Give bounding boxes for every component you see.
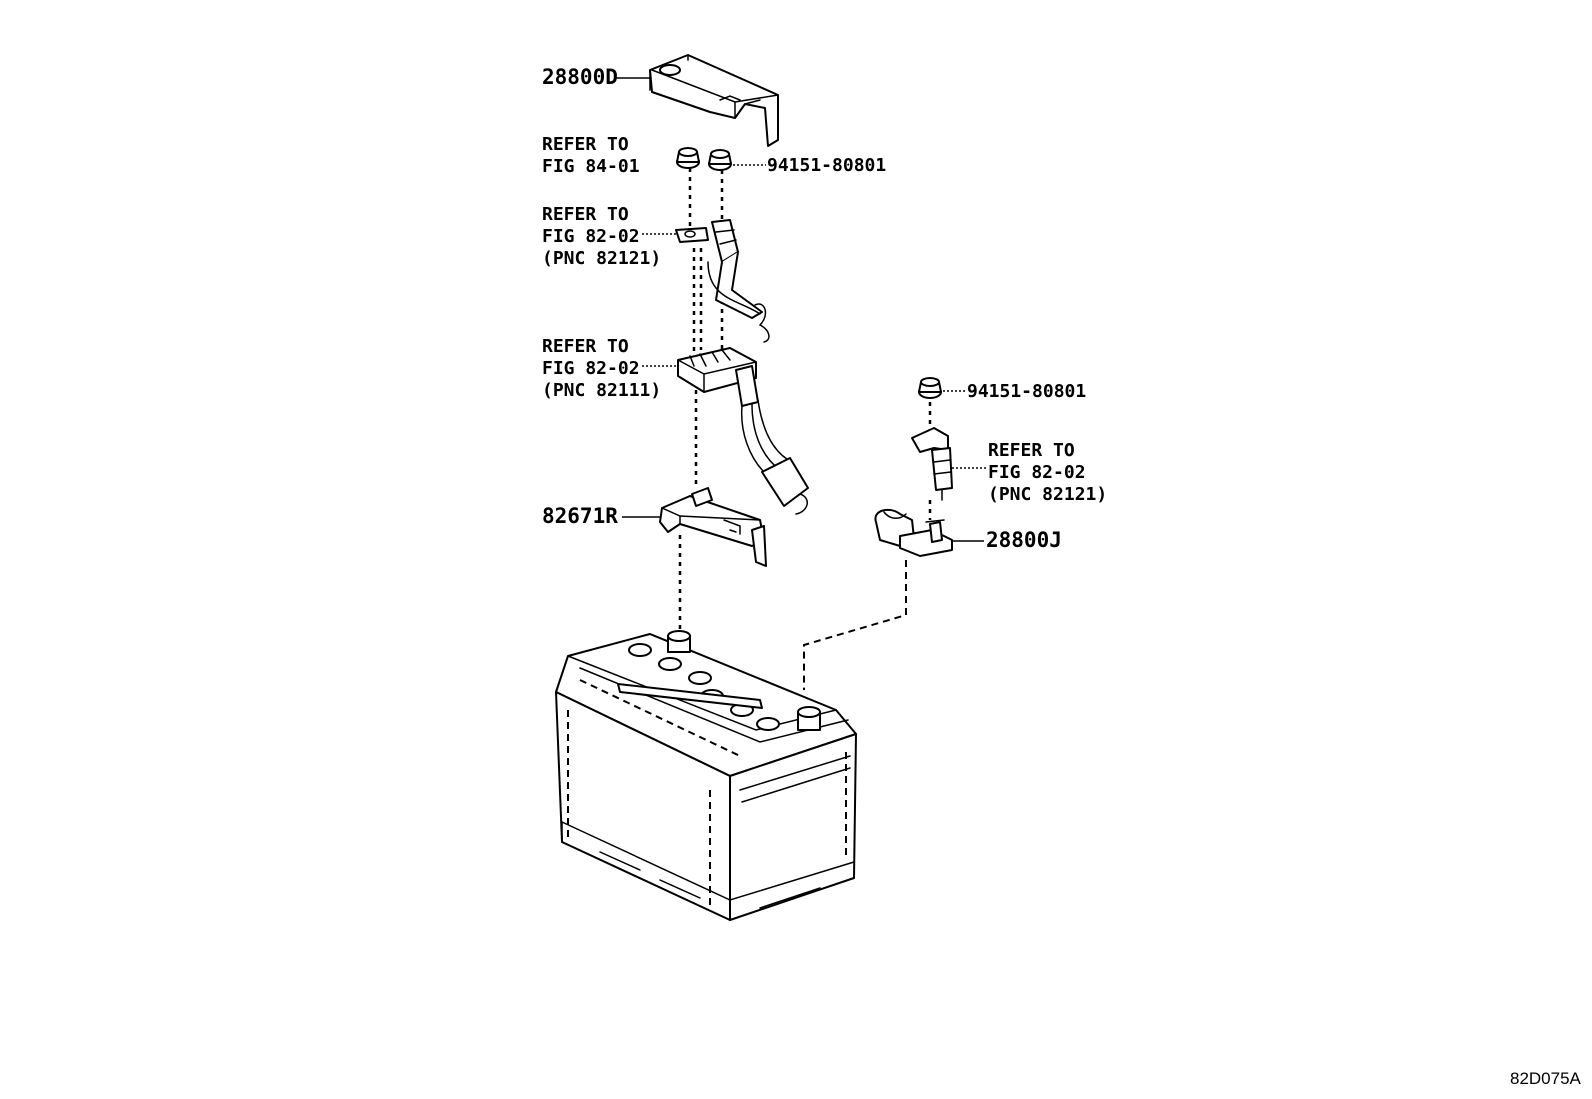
refer-c-line1: REFER TO: [988, 440, 1075, 461]
cover-28800d: [649, 54, 779, 147]
wire-terminal-lower: [911, 427, 953, 501]
refer-c-line3: (PNC 82121): [988, 484, 1107, 505]
part-number-cover: 28800D: [542, 65, 618, 89]
fuse-block: [677, 347, 809, 515]
refer-b-line2: FIG 82-02: [542, 358, 640, 379]
refer-a-line1: REFER TO: [542, 204, 629, 225]
wire-terminal-upper: [675, 219, 770, 343]
battery-terminal-28800j: [874, 508, 953, 557]
part-number-terminal: 28800J: [986, 528, 1062, 552]
flange-nut-right: [708, 149, 732, 171]
assembly-lines: [678, 168, 932, 690]
refer-fig84-line1: REFER TO: [542, 134, 629, 155]
refer-a-line2: FIG 82-02: [542, 226, 640, 247]
part-number-nut-top: 94151-80801: [767, 155, 886, 176]
battery: [555, 630, 857, 921]
figure-code: 82D075A: [1510, 1069, 1582, 1088]
part-number-nut-right: 94151-80801: [967, 381, 1086, 402]
refer-b-line1: REFER TO: [542, 336, 629, 357]
flange-nut-left: [676, 147, 700, 169]
flange-nut-terminal: [918, 377, 942, 399]
part-number-bracket: 82671R: [542, 504, 618, 528]
refer-b-line3: (PNC 82111): [542, 380, 661, 401]
refer-a-line3: (PNC 82121): [542, 248, 661, 269]
refer-fig84-line2: FIG 84-01: [542, 156, 640, 177]
refer-c-line2: FIG 82-02: [988, 462, 1086, 483]
bracket-82671r: [659, 487, 767, 567]
